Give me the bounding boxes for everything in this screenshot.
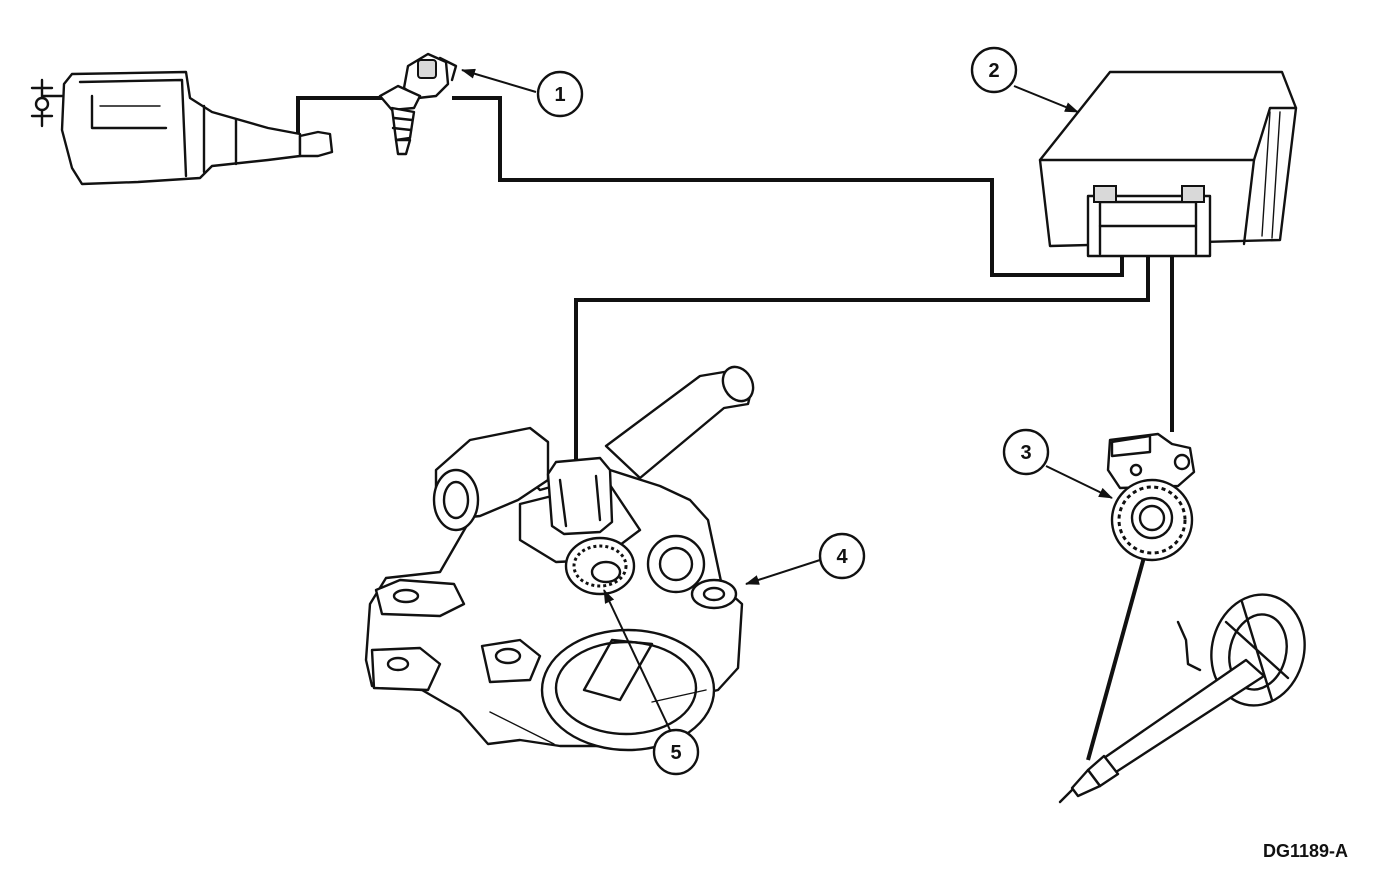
pump-pulley-face [540, 628, 716, 752]
callout-1: 1 [461, 68, 584, 118]
callout-2-label: 2 [988, 60, 999, 82]
callouts: 1 2 3 4 5 [461, 46, 1113, 776]
wire-sensor-3-to-probe [1086, 549, 1148, 761]
module-connector [1086, 185, 1212, 258]
callout-1-label: 1 [554, 84, 565, 106]
callout-3-label: 3 [1020, 442, 1031, 464]
callout-5: 5 [603, 589, 700, 776]
callout-5-label: 5 [670, 742, 681, 764]
callout-2: 2 [970, 46, 1079, 113]
wire-injector-to-module [452, 96, 1124, 277]
shift-handle-icon [30, 78, 64, 128]
sensor-assembly [1106, 432, 1196, 562]
wiring-harness [296, 96, 1174, 761]
fuel-injector [378, 52, 458, 156]
wire-transmission-to-injector [296, 96, 382, 142]
callout-4-label: 4 [836, 546, 848, 568]
transmission-assembly [30, 70, 334, 186]
control-module [1038, 70, 1298, 258]
sensor-ring [564, 536, 636, 596]
toothed-rotor [1110, 478, 1194, 562]
callout-3: 3 [1002, 428, 1113, 499]
pump-housing [364, 365, 755, 752]
valve-with-probe [1058, 593, 1306, 804]
callout-4: 4 [745, 532, 866, 585]
wire-module-to-pump-sensor [574, 225, 1150, 465]
figure-id: DG1189-A [1262, 841, 1348, 861]
